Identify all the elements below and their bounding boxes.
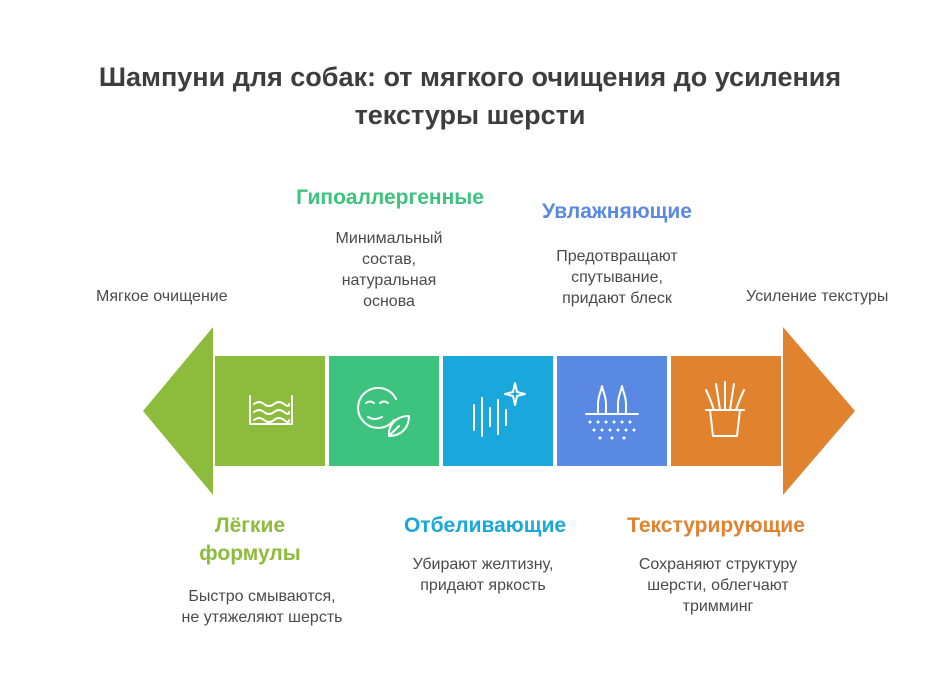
- segment-desc-texturizing: Сохраняют структуру шерсти, облегчают тр…: [638, 556, 798, 615]
- segment-label-texturizing: Текстурирующие: [627, 514, 805, 537]
- segment-moisturizing: [557, 356, 667, 466]
- segment-label-whitening: Отбеливающие: [403, 514, 567, 537]
- right-end-label: Усиление текстуры: [746, 288, 889, 305]
- segment-label-moisturizing: Увлажняющие: [542, 200, 692, 223]
- segment-light-formulas: [215, 356, 325, 466]
- water-waves-icon: [249, 395, 293, 425]
- grass-pot-icon: [705, 381, 745, 437]
- segment-hypoallergenic: [329, 356, 439, 466]
- left-arrow-head: [143, 327, 213, 495]
- page-title: Шампуни для собак: от мягкого очищения д…: [98, 62, 842, 130]
- segment-desc-light-formulas: Быстро смываются, не утяжеляют шерсть: [181, 588, 343, 626]
- right-arrow-head: [783, 327, 855, 495]
- segment-label-hypoallergenic: Гипоаллергенные: [296, 186, 484, 209]
- face-leaf-icon: [357, 386, 410, 437]
- left-end-label: Мягкое очищение: [96, 288, 228, 305]
- hair-follicle-icon: [585, 385, 639, 440]
- segment-desc-whitening: Убирают желтизну, придают яркость: [412, 556, 554, 594]
- sparkle-lines-icon: [473, 382, 526, 437]
- segment-desc-moisturizing: Предотвращают спутывание, придают блеск: [556, 248, 678, 307]
- segment-label-light-formulas: Лёгкие формулы: [199, 514, 301, 565]
- segment-desc-hypoallergenic: Минимальный состав, натуральная основа: [335, 230, 443, 310]
